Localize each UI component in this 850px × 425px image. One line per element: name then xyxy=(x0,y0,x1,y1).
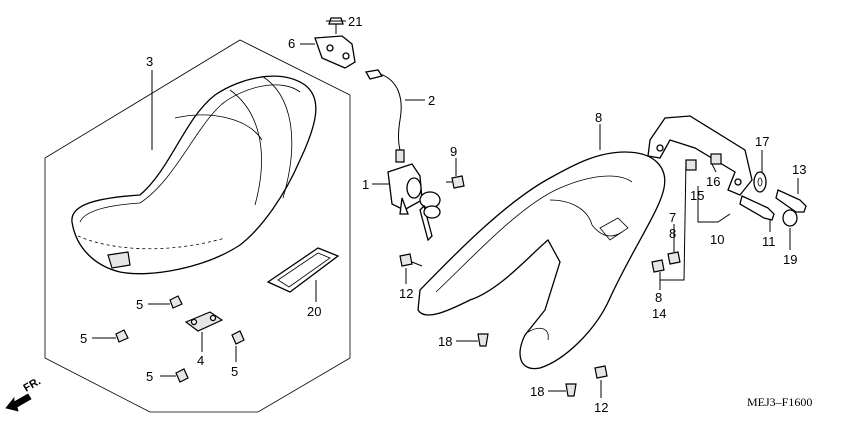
callout-19: 19 xyxy=(783,252,797,267)
callout-5-c: 5 xyxy=(146,369,153,384)
callout-17: 17 xyxy=(755,134,769,149)
callout-3: 3 xyxy=(146,54,153,69)
callout-4: 4 xyxy=(197,353,204,368)
leader-lines xyxy=(92,20,799,398)
seat-lock-part[interactable] xyxy=(387,163,441,242)
callout-5-d: 5 xyxy=(231,364,238,379)
front-arrow-icon xyxy=(5,393,32,412)
callout-20: 20 xyxy=(307,304,321,319)
washer-part[interactable] xyxy=(753,171,767,193)
seat-catch-part[interactable] xyxy=(314,35,356,69)
callout-8-cowl: 8 xyxy=(595,110,602,125)
screw-part[interactable] xyxy=(446,175,465,189)
seat-cable-part[interactable] xyxy=(364,69,405,163)
seat-bracket-part[interactable] xyxy=(184,311,224,332)
callout-labels: 3 6 21 2 1 9 8 5 5 5 5 4 20 12 18 18 12 … xyxy=(80,14,806,415)
callout-8-c: 8 xyxy=(655,290,662,305)
bolt-part[interactable] xyxy=(739,189,807,221)
clip-part[interactable] xyxy=(477,333,577,397)
callout-18-b: 18 xyxy=(530,384,544,399)
rear-cowl-part[interactable] xyxy=(417,151,666,370)
callout-10: 9 xyxy=(450,144,457,159)
grab-rail-part[interactable] xyxy=(647,115,753,196)
front-direction-indicator: FR. xyxy=(5,375,43,412)
collar-part[interactable] xyxy=(685,153,722,171)
clip-nut-part[interactable] xyxy=(115,295,245,383)
bolt-part[interactable] xyxy=(328,17,344,34)
callout-12-b: 12 xyxy=(594,400,608,415)
diagram-code: MEJ3–F1600 xyxy=(747,395,812,409)
callout-11: 11 xyxy=(762,234,776,249)
cap-nut-part[interactable] xyxy=(782,209,798,227)
callout-12-a: 12 xyxy=(399,286,413,301)
front-label: FR. xyxy=(22,375,43,394)
seat-strap-part[interactable] xyxy=(266,247,340,293)
callout-21: 21 xyxy=(348,14,362,29)
screw-part[interactable] xyxy=(399,253,608,379)
callout-6: 6 xyxy=(288,36,295,51)
callout-1: 1 xyxy=(362,177,369,192)
nut-part[interactable] xyxy=(651,251,681,273)
callout-15: 15 xyxy=(690,188,704,203)
callout-16: 16 xyxy=(706,174,720,189)
callout-9: 10 xyxy=(710,232,724,247)
callout-13: 13 xyxy=(792,162,806,177)
callout-5-a: 5 xyxy=(136,297,143,312)
callout-2: 2 xyxy=(428,93,435,108)
callout-14: 14 xyxy=(652,306,666,321)
seat-group-frame xyxy=(44,39,351,413)
callout-5-b: 5 xyxy=(80,331,87,346)
callout-8-b: 8 xyxy=(669,226,676,241)
seat-part[interactable] xyxy=(71,75,317,275)
callout-7: 7 xyxy=(669,210,676,225)
callout-18-a: 18 xyxy=(438,334,452,349)
